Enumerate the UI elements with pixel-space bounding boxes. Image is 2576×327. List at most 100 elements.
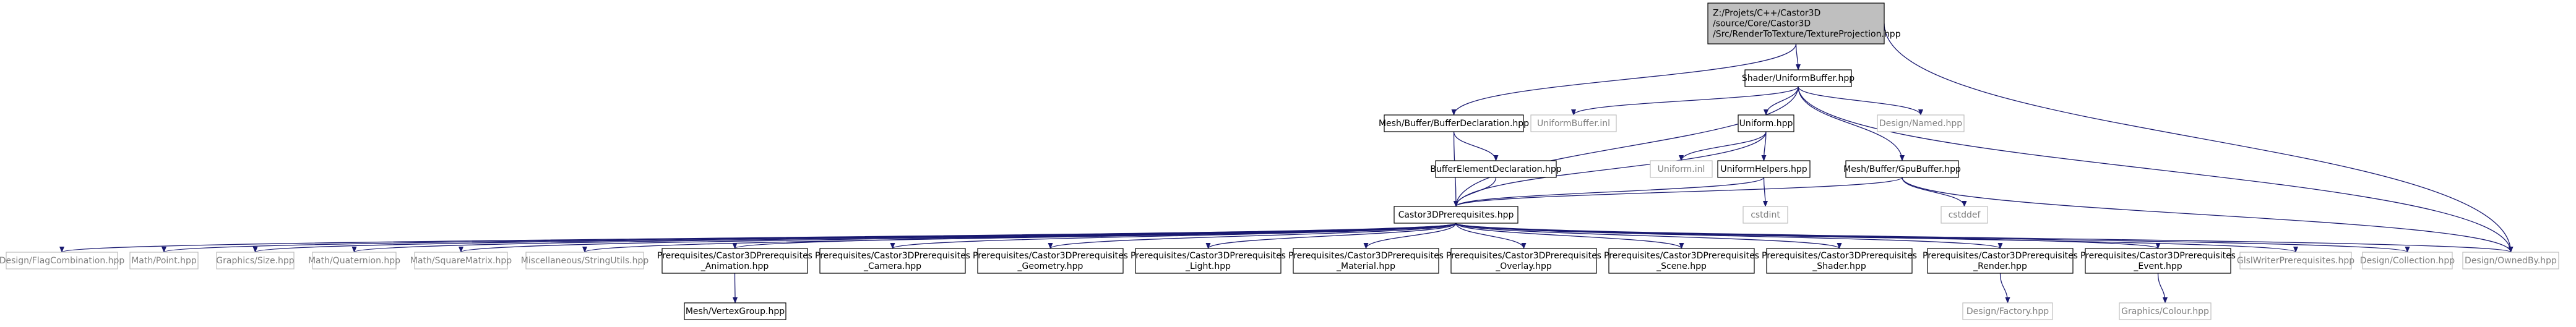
node-box [1845,160,1959,178]
node-label-line: Uniform.hpp [1739,119,1793,129]
node-label-line: Prerequisites/Castor3DPrerequisites [1923,251,2078,261]
graph-node-glsl: GlslWriterPrerequisites.hpp [2237,252,2354,270]
node-label-line: Prerequisites/Castor3DPrerequisites [1604,251,1759,261]
node-label-line: Prerequisites/Castor3DPrerequisites [1131,251,1286,261]
graph-node-prereq[interactable]: Castor3DPrerequisites.hpp [1394,206,1518,224]
graph-node-p_geo[interactable]: Prerequisites/Castor3DPrerequisites_Geom… [973,248,1128,274]
node-label-line: Design/Factory.hpp [1966,307,2049,316]
node-label-line: Prerequisites/Castor3DPrerequisites [657,251,812,261]
edge-prereq-to-glsl [1455,223,2298,253]
graph-node-p_event[interactable]: Prerequisites/Castor3DPrerequisites_Even… [2080,248,2236,274]
edge-shader_ubo-to-ubo_inl [1571,86,1799,116]
node-label-line: UniformHelpers.hpp [1720,164,1807,174]
node-label-line: Design/Named.hpp [1879,119,1962,129]
graph-node-ubo_inl: UniformBuffer.inl [1530,114,1617,132]
node-box [1293,248,1439,274]
edge-p_anim-to-vgroup [732,273,738,304]
node-box [312,252,397,270]
edge-prereq-to-p_cam [890,223,1457,249]
graph-node-root[interactable]: Z:/Projets/C++/Castor3D/source/Core/Cast… [1707,2,1901,45]
edge-uniform_helpers-to-cstdint [1762,177,1768,207]
node-box [1744,69,1852,87]
graph-node-factory: Design/Factory.hpp [1962,302,2053,320]
edge-shader_ubo-to-ownedby [1798,86,2514,253]
node-label-line: cstddef [1949,210,1981,220]
graph-node-ownedby: Design/OwnedBy.hpp [2462,252,2559,270]
edge-prereq-to-p_mat [1363,223,1457,249]
edge-gpu_buffer-to-ownedby [1902,177,2514,253]
edge-prereq-to-ownedby [1455,223,2513,253]
graph-node-size: Graphics/Size.hpp [216,252,295,270]
graph-node-p_cam[interactable]: Prerequisites/Castor3DPrerequisites_Came… [815,248,970,274]
node-label-line: Design/OwnedBy.hpp [2465,256,2557,266]
edge-root-to-buffer_decl [1451,43,1797,116]
node-box [2085,248,2231,274]
edge-gpu_buffer-to-prereq [1454,177,1903,207]
edge-prereq-to-size [253,223,1457,253]
node-label-line: Prerequisites/Castor3DPrerequisites [1446,251,1601,261]
node-label-line: Prerequisites/Castor3DPrerequisites [1762,251,1917,261]
node-label-line: _Scene.hpp [1656,261,1707,271]
node-box [1384,114,1524,132]
edge-uniform-to-uniform_inl [1679,131,1767,161]
graph-node-buf_elem[interactable]: BufferElementDeclaration.hpp [1430,160,1562,178]
node-box [1766,248,1913,274]
node-label-line: Graphics/Colour.hpp [2121,307,2209,316]
graph-node-buffer_decl[interactable]: Mesh/Buffer/BufferDeclaration.hpp [1379,114,1529,132]
edge-root-to-shader_ubo [1795,43,1801,70]
node-box [2462,252,2559,270]
node-box [819,248,966,274]
node-label-line: Prerequisites/Castor3DPrerequisites [973,251,1128,261]
edge-buffer_decl-to-buf_elem [1453,131,1499,161]
edge-shader_ubo-to-prereq [1454,86,1799,207]
node-label-line: _Animation.hpp [700,261,769,271]
node-label-line: cstdint [1751,210,1780,220]
node-label-line: Prerequisites/Castor3DPrerequisites [815,251,970,261]
node-label-line: /source/Core/Castor3D [1713,19,1811,29]
graph-node-p_scene[interactable]: Prerequisites/Castor3DPrerequisites_Scen… [1604,248,1759,274]
node-label-line: _Geometry.hpp [1017,261,1083,271]
node-box [1608,248,1755,274]
graph-node-p_ovl[interactable]: Prerequisites/Castor3DPrerequisites_Over… [1446,248,1601,274]
edge-p_event-to-colour [2157,273,2168,304]
node-label-line: Prerequisites/Castor3DPrerequisites [1288,251,1444,261]
node-label-line: Uniform.inl [1658,164,1705,174]
node-box [6,252,118,270]
node-box [1941,206,1988,224]
graph-node-p_mat[interactable]: Prerequisites/Castor3DPrerequisites_Mate… [1288,248,1444,274]
node-label-line: Z:/Projets/C++/Castor3D [1713,9,1820,19]
node-box [1394,206,1518,224]
edge-prereq-to-sqmat [459,223,1457,253]
edge-uniform-to-prereq [1454,131,1767,207]
graph-node-vgroup[interactable]: Mesh/VertexGroup.hpp [684,302,786,320]
graph-node-gpu_buffer[interactable]: Mesh/Buffer/GpuBuffer.hpp [1843,160,1961,178]
node-label-line: BufferElementDeclaration.hpp [1430,164,1561,174]
node-label-line: Math/Quaternion.hpp [308,256,400,266]
edge-p_render-to-factory [1999,273,2010,304]
edge-prereq-to-p_light [1205,223,1457,249]
node-box [977,248,1124,274]
node-box [414,252,508,270]
graph-node-point: Math/Point.hpp [129,252,199,270]
graph-node-uniform_helpers[interactable]: UniformHelpers.hpp [1717,160,1811,178]
node-box [1707,2,1885,45]
edge-prereq-to-p_shader [1455,223,1842,249]
edge-shader_ubo-to-gpu_buffer [1798,86,1905,161]
node-label-line: _Event.hpp [2133,261,2182,271]
graph-node-p_render[interactable]: Prerequisites/Castor3DPrerequisites_Rend… [1923,248,2078,274]
node-box [1877,114,1965,132]
node-box [1135,248,1282,274]
graph-node-shader_ubo[interactable]: Shader/UniformBuffer.hpp [1742,69,1854,87]
graph-node-named: Design/Named.hpp [1877,114,1965,132]
graph-node-p_light[interactable]: Prerequisites/Castor3DPrerequisites_Ligh… [1131,248,1286,274]
edge-prereq-to-strutils [582,223,1457,253]
edge-prereq-to-p_scene [1455,223,1684,249]
graph-node-p_anim[interactable]: Prerequisites/Castor3DPrerequisites_Anim… [657,248,812,274]
node-box [2362,252,2453,270]
graph-node-p_shader[interactable]: Prerequisites/Castor3DPrerequisites_Shad… [1762,248,1917,274]
edges-layer [59,23,2514,304]
edge-prereq-to-point [162,223,1457,253]
graph-node-uniform[interactable]: Uniform.hpp [1738,114,1794,132]
graph-node-uniform_inl: Uniform.inl [1650,160,1713,178]
